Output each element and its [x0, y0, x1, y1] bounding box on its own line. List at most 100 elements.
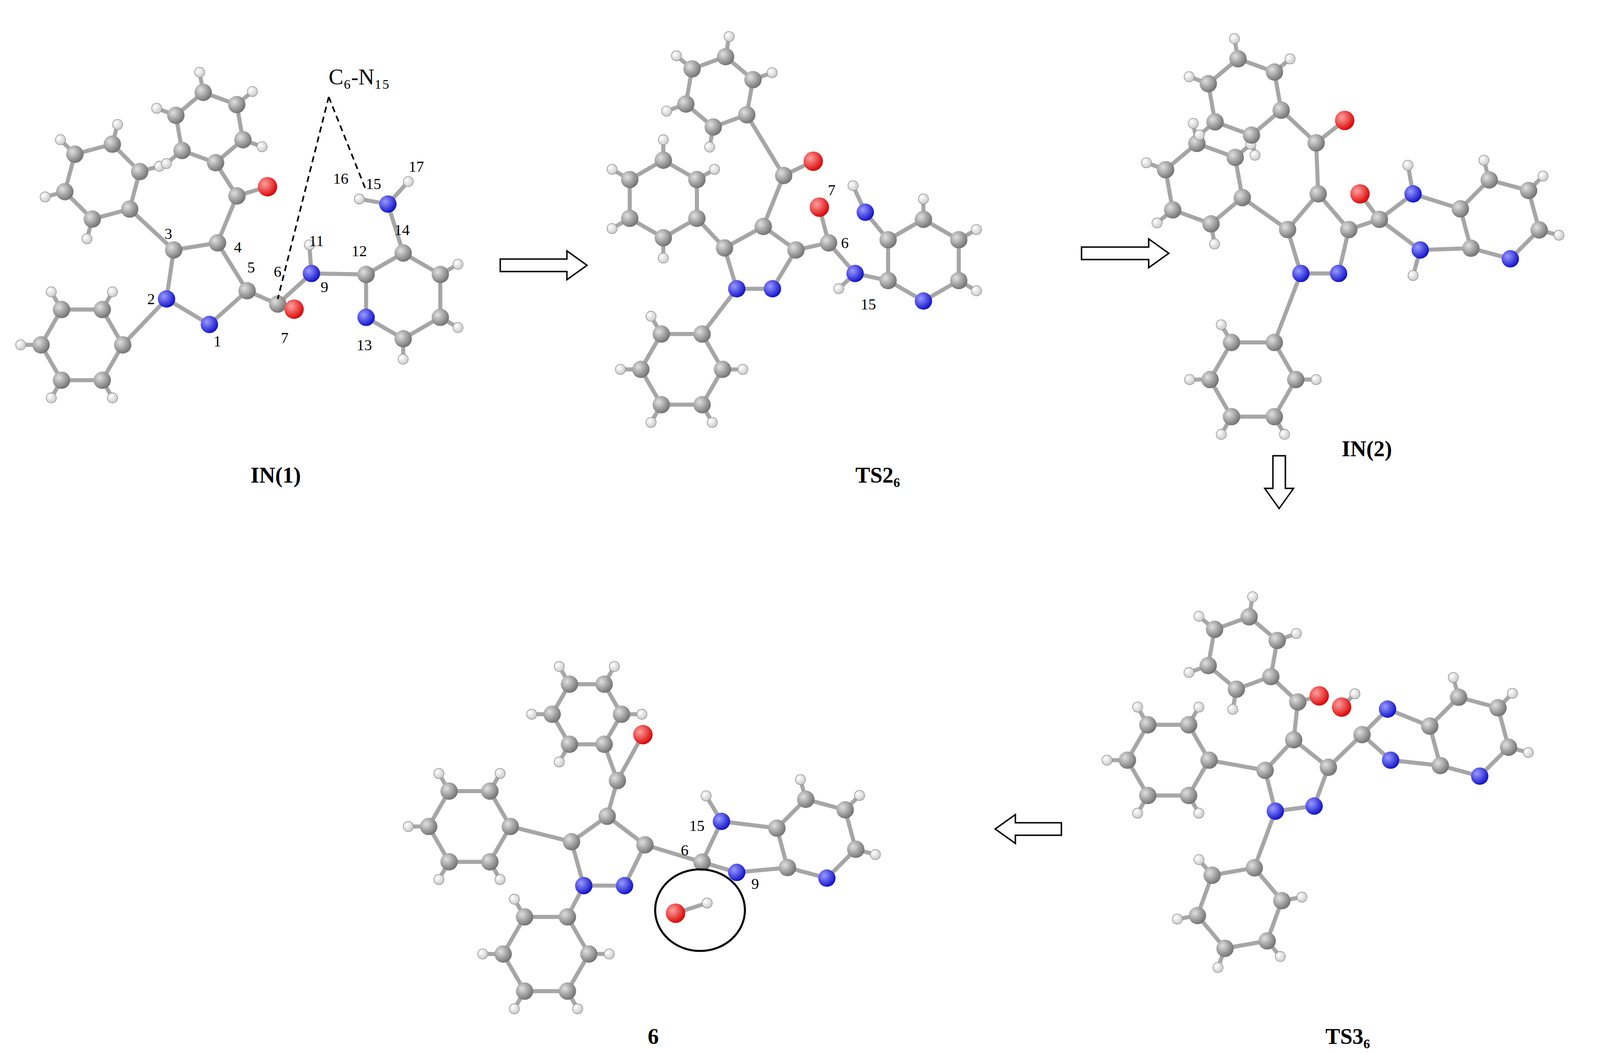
atom-number: 15 [689, 816, 705, 835]
carbon-atom [516, 907, 534, 926]
hydrogen-atom [870, 849, 881, 860]
hydrogen-atom [1193, 854, 1204, 865]
hydrogen-atom [1216, 429, 1227, 440]
carbon-atom [595, 675, 613, 693]
hydrogen-atom [854, 789, 865, 800]
hydrogen-atom [398, 353, 409, 365]
nitrogen-atom [1470, 767, 1489, 785]
oxygen-atom [633, 724, 653, 744]
carbon-atom [1307, 134, 1325, 152]
carbon-atom [1289, 693, 1307, 711]
carbon-atom [1449, 688, 1468, 706]
hydrogen-atom [403, 821, 414, 832]
bond-stick [1274, 273, 1301, 343]
carbon-atom [1284, 730, 1303, 749]
carbon-atom [713, 360, 731, 378]
hydrogen-atom [553, 756, 565, 767]
carbon-atom [1273, 891, 1291, 909]
atom-number: 15 [365, 174, 382, 193]
carbon-atom [228, 187, 246, 205]
carbon-atom [1353, 725, 1371, 743]
carbon-atom [677, 95, 695, 113]
hydrogen-atom [709, 164, 720, 175]
nitrogen-atom [357, 308, 375, 326]
hydrogen-atom [766, 67, 777, 78]
carbon-atom [1519, 181, 1538, 200]
carbon-atom [516, 982, 534, 1000]
hydrogen-atom [1408, 270, 1419, 281]
carbon-atom [1164, 200, 1182, 219]
hydrogen-atom [1229, 33, 1240, 44]
hydrogen-atom [615, 364, 626, 375]
reaction-arrow [500, 250, 588, 280]
hydrogen-atom [257, 141, 268, 152]
hydrogen-atom [1184, 374, 1195, 385]
carbon-atom [1223, 333, 1241, 352]
hydrogen-atom [526, 708, 537, 719]
atom-number: 13 [356, 336, 373, 354]
structure-panel: 6 [374, 613, 996, 1054]
atom-number: 1 [213, 331, 222, 350]
bond-layer [20, 36, 1559, 1009]
hydrogen-atom [724, 31, 735, 42]
oxygen-atom [1309, 685, 1329, 706]
carbon-atom [716, 239, 734, 257]
carbon-atom [1245, 858, 1263, 877]
hydrogen-atom [971, 224, 982, 235]
carbon-atom [1265, 407, 1283, 425]
carbon-atom [1139, 716, 1157, 734]
atom-number: 7 [281, 329, 289, 347]
carbon-atom [654, 151, 672, 169]
atom-number: 4 [234, 237, 242, 256]
carbon-atom [612, 705, 631, 723]
carbon-atom [1370, 210, 1389, 228]
carbon-atom [173, 141, 191, 160]
carbon-atom [1489, 698, 1507, 717]
hydrogen-atom [646, 311, 657, 322]
bond-stick [645, 844, 703, 862]
hydrogen-atom [607, 164, 618, 175]
hydrogen-atom [1152, 217, 1163, 228]
atom-number: 3 [164, 224, 173, 243]
carbon-atom [1229, 49, 1247, 68]
carbon-atom [652, 396, 671, 414]
oxygen-atom [809, 197, 829, 217]
hydrogen-atom [1349, 688, 1360, 699]
nitrogen-atom [157, 290, 176, 308]
carbon-atom [1421, 717, 1439, 735]
hydrogen-atom [1227, 704, 1238, 715]
carbon-atom [1199, 656, 1217, 674]
nitrogen-atom [1501, 249, 1519, 268]
hydrogen-atom [1311, 374, 1322, 385]
carbon-atom [1206, 113, 1224, 131]
carbon-atom [194, 83, 212, 101]
carbon-atom [819, 234, 837, 252]
hydrogen-atom [1141, 157, 1152, 168]
dashed-leader [277, 96, 329, 299]
bond-label: C₆-N₁₅ [328, 63, 390, 90]
bond-stick [510, 826, 572, 842]
carbon-atom [1431, 756, 1449, 775]
carbon-atom [238, 282, 256, 300]
nitrogen-atom [728, 280, 746, 298]
carbon-atom [1530, 221, 1548, 239]
hydrogen-atom [433, 874, 444, 885]
carbon-atom [1223, 407, 1241, 425]
oxygen-atom [665, 903, 685, 923]
nitrogen-atom [1266, 802, 1284, 820]
carbon-atom [1319, 758, 1338, 776]
carbon-atom [394, 244, 412, 262]
structure-label: IN(1) [250, 462, 302, 488]
carbon-atom [654, 228, 672, 247]
hydrogen-atom [1296, 891, 1307, 902]
carbon-atom [950, 271, 968, 290]
carbon-atom [847, 840, 865, 858]
hydrogen-atom [671, 50, 682, 61]
carbon-atom [1203, 866, 1221, 884]
carbon-atom [1156, 161, 1175, 179]
hydrogen-atom [509, 894, 520, 905]
carbon-atom [440, 852, 458, 871]
carbon-atom [560, 735, 578, 753]
